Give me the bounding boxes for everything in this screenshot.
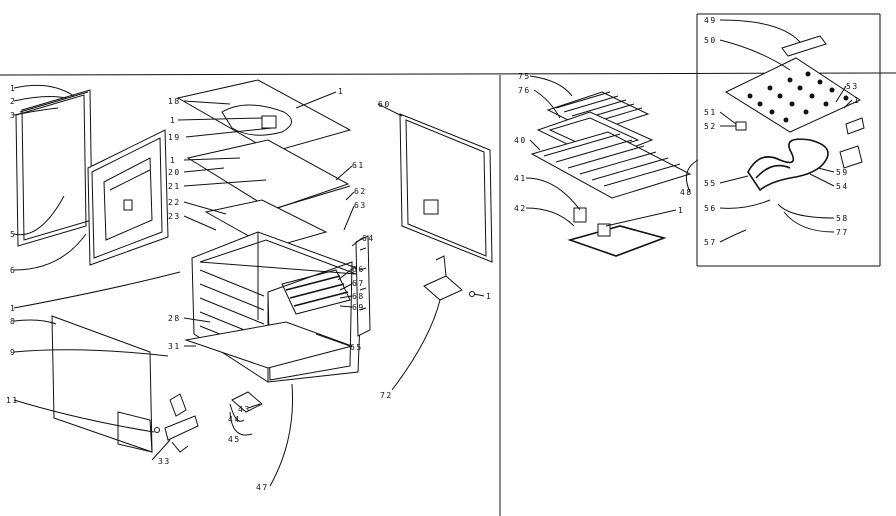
part-label: 11 [6,396,19,405]
part-label: 67 [352,279,365,288]
part-label: 42 [514,204,527,213]
part-label: 51 [704,108,717,117]
oven-cavity [184,231,363,383]
lower-hinge-bracket [154,393,199,453]
part-label: 31 [168,342,181,351]
part-label: 47 [256,483,269,492]
part-label: 8 [10,317,16,326]
part-label: 41 [514,174,527,183]
element-clips [735,117,865,169]
part-label: 68 [352,292,365,301]
part-label: 69 [352,303,365,312]
part-label: 28 [168,314,181,323]
part-label: 19 [168,133,181,142]
part-label: 76 [518,86,531,95]
bottom-bracket [231,391,263,413]
part-label: 1 [10,304,16,313]
part-label: 49 [704,16,717,25]
part-label: 1 [678,206,684,215]
broil-element-rack [281,269,351,315]
part-label: 1 [170,116,176,125]
inner-door-panel [87,129,169,266]
part-label: 56 [704,204,717,213]
side-rail [355,235,371,337]
part-label: 45 [228,435,241,444]
part-label: 66 [352,265,365,274]
part-label: 40 [514,136,527,145]
part-label: 77 [836,228,849,237]
part-label: 1 [338,87,344,96]
part-label: 44 [228,415,241,424]
bake-element [567,207,667,257]
terminal-block-bracket [423,255,475,301]
part-label: 65 [350,343,363,352]
part-label: 60 [378,100,391,109]
part-label: 22 [168,198,181,207]
part-label: 48 [680,188,693,197]
part-labels: 1 2 3 5 6 1 8 9 11 33 44 45 43 47 18 1 1… [6,16,860,492]
outer-door-panel [15,89,93,247]
part-label: 61 [352,161,365,170]
part-label: 9 [10,348,16,357]
part-label: 58 [836,214,849,223]
part-label: 18 [168,97,181,106]
heat-shield-plate [724,57,862,133]
part-label: 1 [854,96,860,105]
part-label: 23 [168,212,181,221]
part-label: 2 [10,97,16,106]
part-label: 1 [10,84,16,93]
oven-rack [530,131,692,199]
part-label: 55 [704,179,717,188]
part-label: 20 [168,168,181,177]
part-label: 54 [836,182,849,191]
part-label: 52 [704,122,717,131]
part-label: 50 [704,36,717,45]
top-separator-line [0,72,896,76]
part-label: 57 [704,238,717,247]
part-label: 53 [846,82,859,91]
part-label: 75 [518,72,531,81]
part-label: 5 [10,230,16,239]
part-label: 21 [168,182,181,191]
part-label: 43 [238,405,251,414]
part-label: 62 [354,187,367,196]
part-label: 72 [380,391,393,400]
broil-element-coil [747,138,829,192]
part-label: 6 [10,266,16,275]
part-label: 1 [170,156,176,165]
part-label: 3 [10,111,16,120]
left-side-panel [51,315,153,453]
part-label: 33 [158,457,171,466]
part-label: 59 [836,168,849,177]
top-mount-bracket [781,35,827,57]
part-label: 64 [362,234,375,243]
leader-lines [13,19,853,487]
part-label: 1 [486,292,492,301]
part-label: 63 [354,201,367,210]
top-liner-panel [186,139,351,211]
rear-panel [399,113,493,263]
